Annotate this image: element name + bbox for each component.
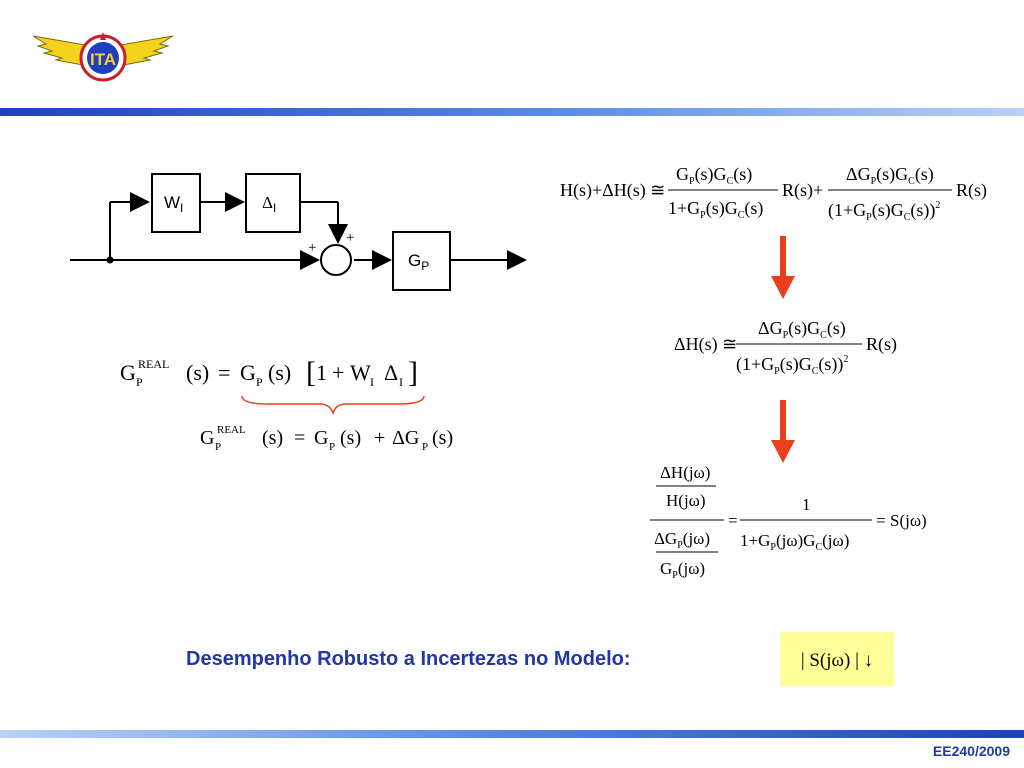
block-delta-sub: I xyxy=(273,201,276,215)
svg-text:ΔH(s) ≅: ΔH(s) ≅ xyxy=(674,334,737,355)
svg-text:H(s)+ΔH(s) ≅: H(s)+ΔH(s) ≅ xyxy=(560,180,665,201)
gp-real-delta-equation: G P REAL (s) = G P (s) + ΔG P (s) xyxy=(200,416,453,455)
block-delta xyxy=(245,173,301,233)
gp-real-equation: G P REAL (s) = G P (s) [ 1 + W I Δ I ] xyxy=(120,348,418,391)
sensitivity-highlight-box: | S(jω) | ↓ xyxy=(780,632,894,686)
h-total-equation: H(s)+ΔH(s) ≅ GP(s)GC(s) 1+GP(s)GC(s) R(s… xyxy=(560,164,987,223)
svg-text:GP: GP xyxy=(408,251,429,273)
branch-dot xyxy=(106,256,114,264)
ita-logo: ITA xyxy=(32,32,174,82)
svg-text:(1+GP(s)GC(s))2: (1+GP(s)GC(s))2 xyxy=(828,200,940,223)
svg-text:ΔH(jω): ΔH(jω) xyxy=(660,463,710,482)
robust-performance-caption: Desempenho Robusto a Incertezas no Model… xyxy=(186,648,631,670)
curly-brace xyxy=(241,395,425,416)
block-gp-label: G xyxy=(408,251,421,270)
ita-logo-text: ITA xyxy=(90,50,116,69)
block-gp-sub: P xyxy=(421,259,429,273)
svg-text:GP(jω): GP(jω) xyxy=(660,559,705,581)
summing-junction xyxy=(320,244,352,276)
svg-text:(1+GP(s)GC(s))2: (1+GP(s)GC(s))2 xyxy=(736,354,848,377)
svg-text:=: = xyxy=(728,511,738,530)
svg-text:1: 1 xyxy=(802,495,811,514)
svg-text:R(s): R(s) xyxy=(866,334,897,355)
svg-text:1+GP(s)GC(s): 1+GP(s)GC(s) xyxy=(668,198,763,221)
svg-text:ΔGP(s)GC(s): ΔGP(s)GC(s) xyxy=(846,164,934,187)
down-arrow-1 xyxy=(771,236,795,299)
svg-text:S(jω): S(jω) xyxy=(890,511,927,530)
svg-text:H(jω): H(jω) xyxy=(666,491,706,510)
block-w xyxy=(151,173,201,233)
svg-text:1+GP(jω)GC(jω): 1+GP(jω)GC(jω) xyxy=(740,531,849,553)
svg-text:ΔGP(jω): ΔGP(jω) xyxy=(654,529,710,551)
footer-bar xyxy=(0,730,1024,738)
block-gp xyxy=(392,231,451,291)
svg-text:R(s): R(s) xyxy=(956,180,987,201)
block-diagram: WI ΔI GP + + xyxy=(70,173,527,291)
sensitivity-equation: ΔH(jω) H(jω) ΔGP(jω) GP(jω) = 1 1+GP(jω)… xyxy=(650,463,927,581)
block-w-sub: I xyxy=(180,201,183,215)
header-bar xyxy=(0,108,1024,116)
svg-text:G P REAL (s) =: G P REAL (s) = G P (s) + ΔG P (s) xyxy=(200,416,453,455)
svg-text:R(s)+: R(s)+ xyxy=(782,180,823,201)
block-delta-label: Δ xyxy=(262,193,273,212)
svg-text:G P REAL (s) =: G P REAL (s) = G P (s) [ 1 + W I Δ I ] xyxy=(120,348,418,391)
block-w-label: W xyxy=(164,193,180,212)
down-arrow-2 xyxy=(771,400,795,463)
svg-text:=: = xyxy=(876,511,886,530)
sensitivity-decrease-text: | S(jω) | ↓ xyxy=(801,650,873,671)
svg-text:WI: WI xyxy=(164,193,183,215)
plus-left-sign: + xyxy=(308,240,316,256)
svg-text:ΔI: ΔI xyxy=(262,193,276,215)
plus-top-sign: + xyxy=(346,230,354,246)
course-code: EE240/2009 xyxy=(932,743,1010,759)
svg-text:GP(s)GC(s): GP(s)GC(s) xyxy=(676,164,752,187)
svg-text:ΔGP(s)GC(s): ΔGP(s)GC(s) xyxy=(758,318,846,341)
delta-h-equation: ΔH(s) ≅ ΔGP(s)GC(s) (1+GP(s)GC(s))2 R(s) xyxy=(674,318,897,377)
